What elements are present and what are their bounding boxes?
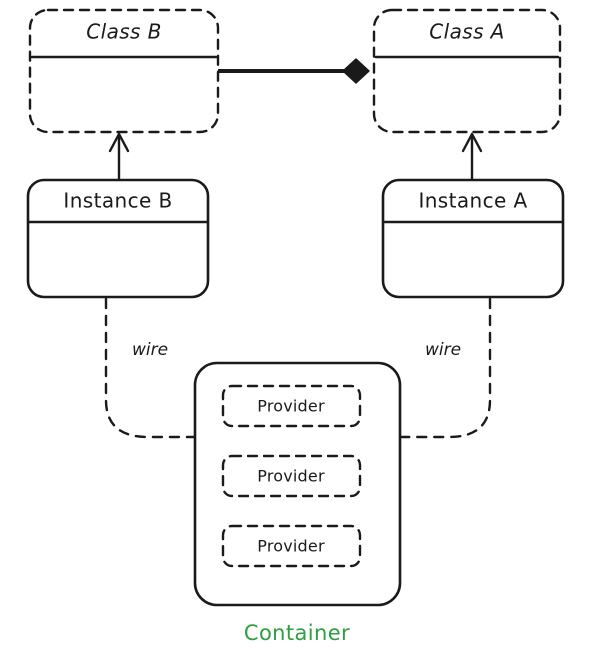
provider-2-box [221, 454, 362, 498]
provider-1-label: Provider [257, 397, 325, 416]
provider-3-box [221, 524, 362, 568]
wire-right-path [399, 297, 492, 439]
filled-diamond-marker [342, 58, 370, 84]
class-b-box [28, 8, 220, 134]
node-class-b[interactable]: Class B [28, 8, 220, 134]
wire-right-label: wire [425, 340, 461, 360]
node-class-a[interactable]: Class A [372, 8, 562, 134]
node-instance-b[interactable]: Instance B [26, 178, 210, 299]
edge-wire-right[interactable]: wire [399, 297, 492, 439]
edge-wire-left[interactable]: wire [104, 297, 196, 439]
provider-1-box [221, 384, 362, 428]
edge-instantiation-b[interactable] [108, 132, 130, 181]
provider-2-label: Provider [257, 467, 325, 486]
class-a-box [372, 8, 562, 134]
open-arrowhead-right [461, 132, 483, 153]
instance-a-box [381, 178, 565, 299]
provider-3-label: Provider [257, 537, 325, 556]
node-container[interactable]: Provider Provider Provider [193, 361, 402, 607]
provider-item-1[interactable]: Provider [221, 384, 362, 428]
container-caption: Container [244, 621, 350, 645]
instance-b-title: Instance B [63, 189, 172, 213]
instance-b-box [26, 178, 210, 299]
provider-item-2[interactable]: Provider [221, 454, 362, 498]
node-instance-a[interactable]: Instance A [381, 178, 565, 299]
class-b-title: Class B [86, 20, 162, 44]
provider-item-3[interactable]: Provider [221, 524, 362, 568]
class-a-title: Class A [429, 20, 504, 44]
open-arrowhead-left [108, 132, 130, 153]
wire-left-label: wire [132, 340, 168, 360]
wire-left-path [104, 297, 196, 439]
edge-composition-b-to-a[interactable] [217, 58, 370, 84]
instance-a-title: Instance A [418, 189, 527, 213]
edge-instantiation-a[interactable] [461, 132, 483, 181]
